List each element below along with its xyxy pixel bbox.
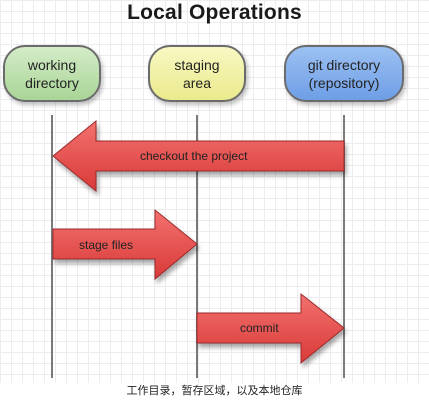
commit-arrow — [196, 292, 345, 365]
commit-label: commit — [240, 321, 279, 335]
diagram-title: Local Operations — [127, 1, 302, 24]
caption: 工作目录，暂存区域，以及本地仓库 — [0, 383, 429, 400]
checkout-arrow — [52, 119, 345, 193]
staging-area-label-line1: staging — [174, 56, 220, 73]
diagram-canvas: Local Operations working directory stagi… — [0, 0, 429, 383]
working-directory-label-line1: working — [27, 56, 77, 73]
working-directory-label-line2: directory — [25, 74, 79, 91]
git-directory-label-line1: git directory — [307, 56, 381, 73]
diagram-graphics — [51, 115, 345, 378]
checkout-label: checkout the project — [140, 149, 248, 163]
stage-files-label: stage files — [79, 238, 134, 252]
stage-files-arrow — [52, 208, 198, 281]
staging-area-label-line2: area — [182, 74, 212, 91]
git-directory-node: git directory (repository) — [284, 45, 404, 102]
git-directory-label-line2: (repository) — [308, 74, 380, 91]
staging-area-node: staging area — [148, 45, 246, 102]
working-directory-node: working directory — [3, 45, 101, 102]
